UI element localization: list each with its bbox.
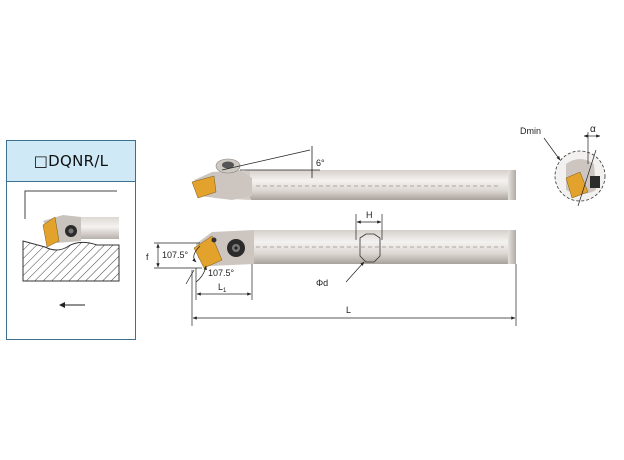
diameter-label: Φd bbox=[316, 278, 328, 288]
series-title: □DQNR/L bbox=[33, 152, 109, 170]
dmin-leader bbox=[543, 137, 561, 161]
dmin-label: Dmin bbox=[520, 126, 541, 136]
sketch-workpiece bbox=[22, 240, 120, 282]
side-view-bar bbox=[191, 158, 516, 200]
series-panel-header: □DQNR/L bbox=[7, 141, 135, 182]
top-insert bbox=[193, 235, 223, 269]
length-label: L bbox=[346, 305, 351, 315]
angle-left-label: 107.5° bbox=[162, 250, 189, 260]
angle-right-label: 107.5° bbox=[208, 268, 235, 278]
sketch-insert bbox=[42, 216, 60, 248]
h-dimension-label: H bbox=[366, 210, 373, 220]
f-dimension-label: f bbox=[146, 252, 149, 262]
diameter-leader bbox=[345, 261, 365, 283]
machining-sketch bbox=[22, 190, 120, 308]
side-insert bbox=[191, 175, 217, 199]
l1-dimension-label: L1 bbox=[218, 282, 227, 294]
bore-outline bbox=[24, 190, 117, 219]
alpha-label: α bbox=[590, 124, 596, 135]
series-panel: □DQNR/L bbox=[6, 140, 136, 340]
top-view-bar bbox=[193, 230, 516, 269]
side-angle-label: 6° bbox=[316, 158, 325, 168]
end-view bbox=[554, 132, 606, 207]
section-hexagon bbox=[359, 233, 381, 263]
side-angle-line bbox=[221, 149, 311, 171]
